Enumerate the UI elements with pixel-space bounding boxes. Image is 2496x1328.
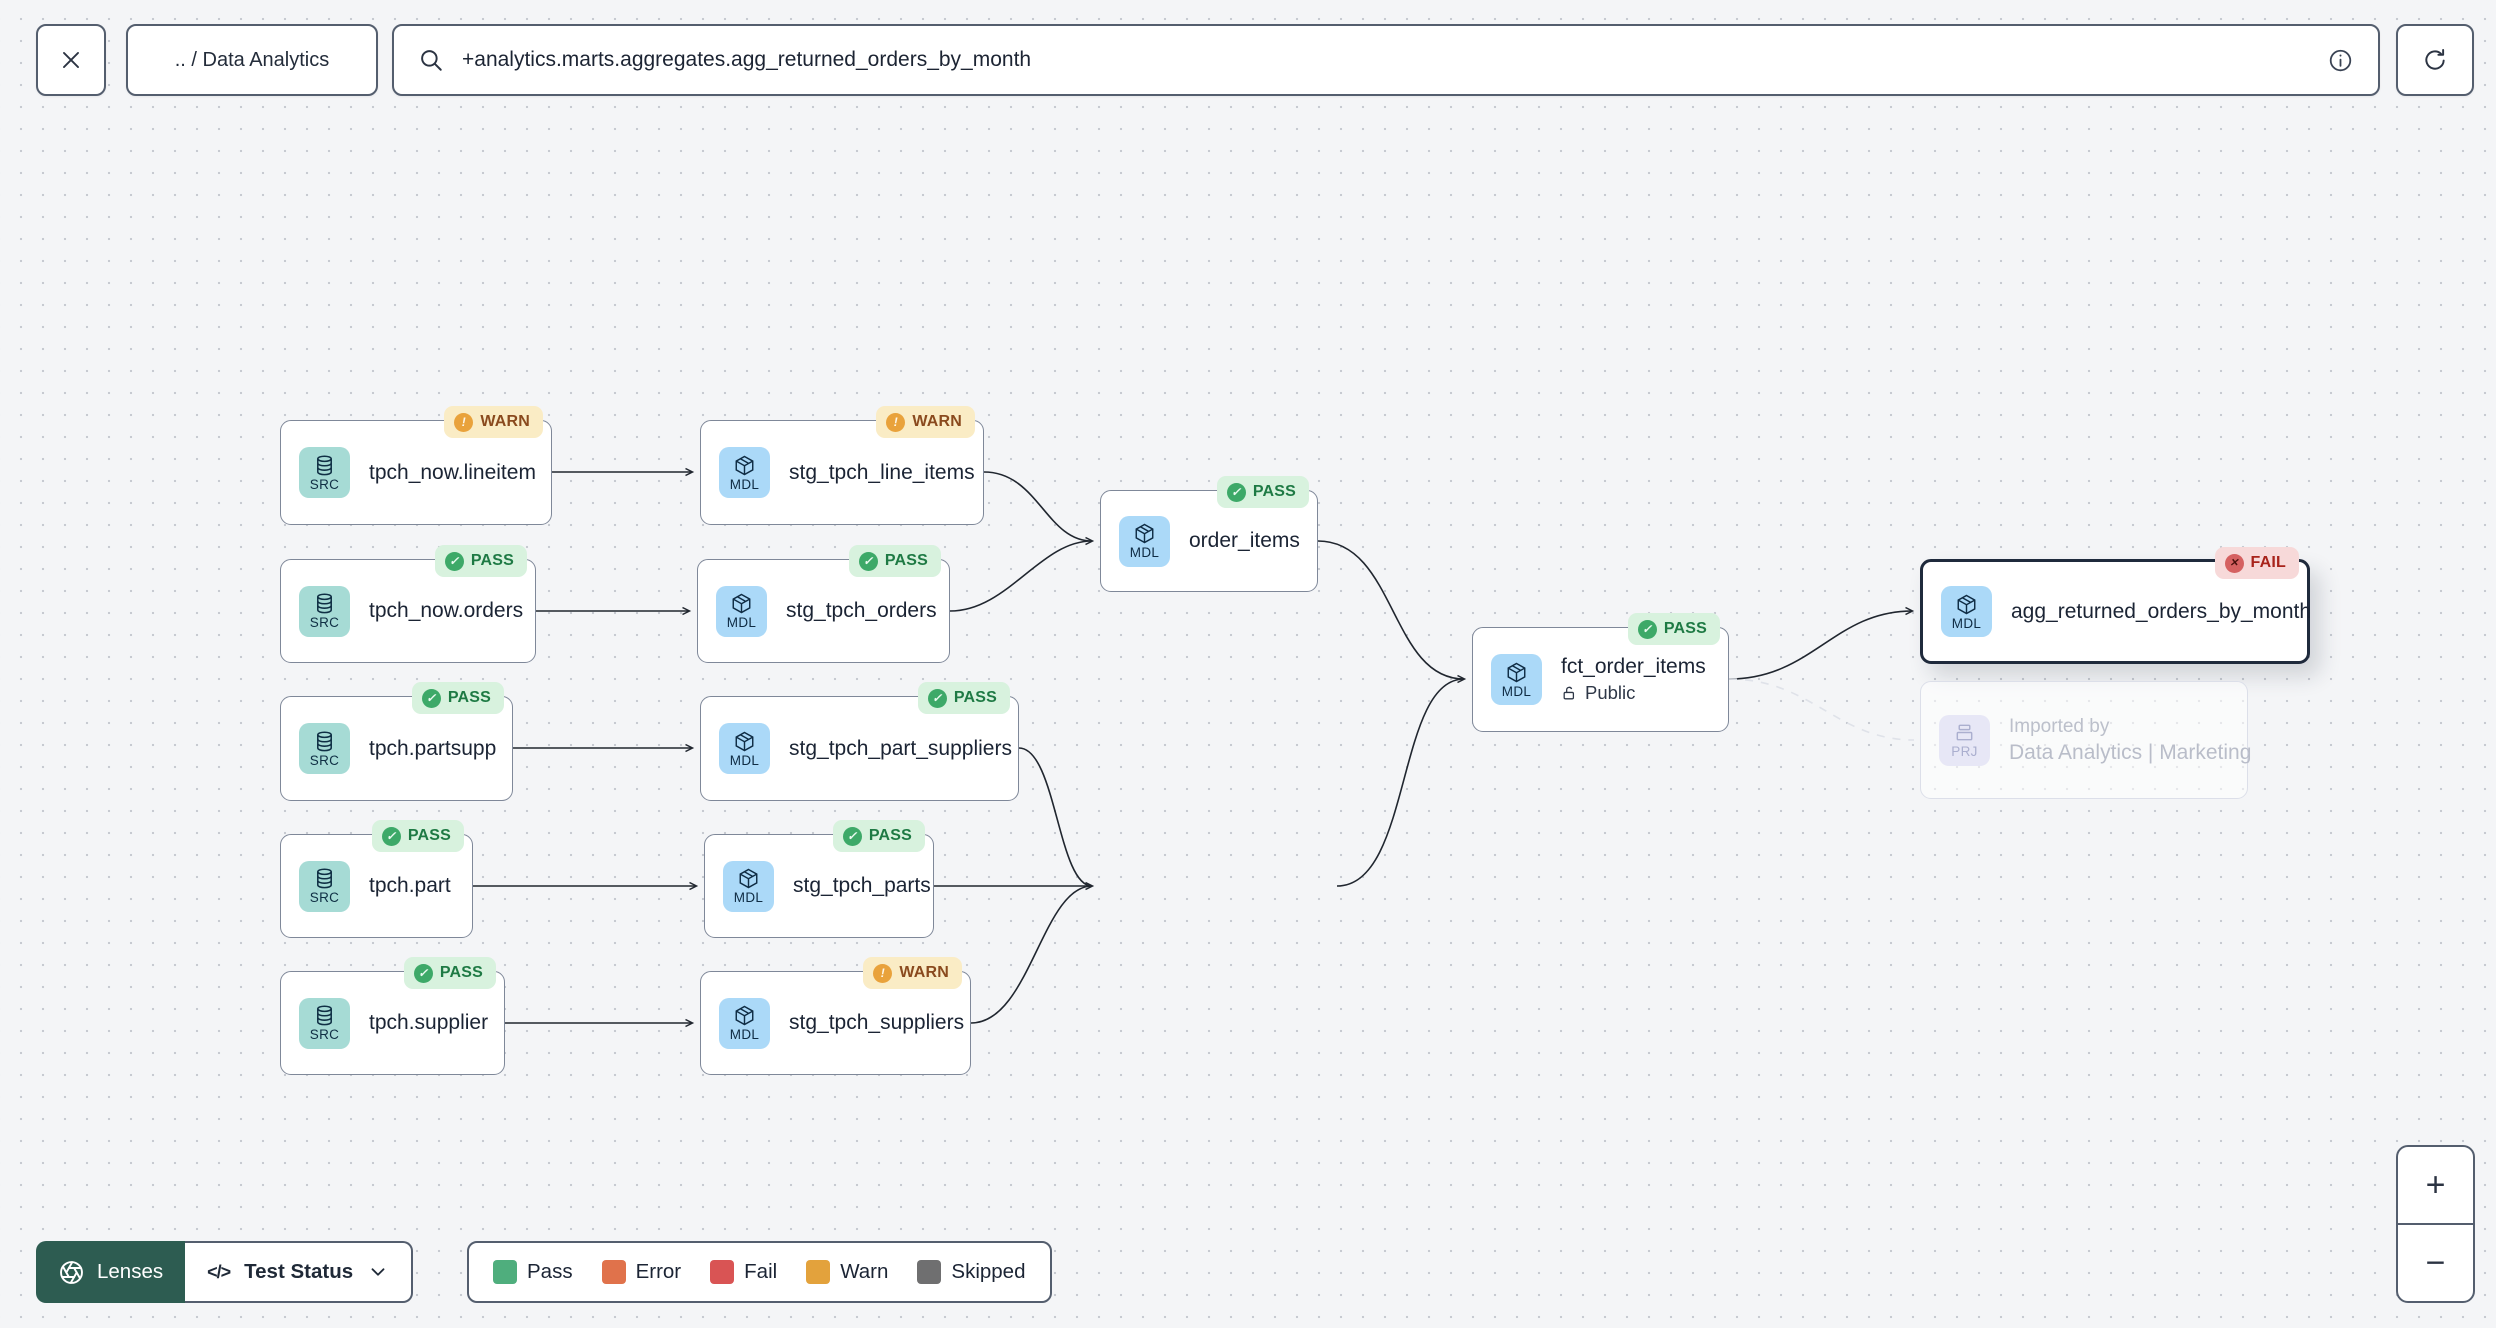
graph-node-stg-tpch-orders[interactable]: PASS MDL stg_tpch_orders: [697, 545, 950, 663]
aperture-icon: [60, 1260, 83, 1284]
legend-item-skipped: Skipped: [917, 1260, 1026, 1284]
fail-swatch: [710, 1260, 735, 1284]
status-badge: WARN: [444, 406, 543, 438]
status-badge: PASS: [848, 545, 941, 577]
graph-node-tpch-supplier[interactable]: PASS SRC tpch.supplier: [280, 957, 505, 1075]
graph-node-tpch-now-lineitem[interactable]: WARN SRC tpch_now.lineitem: [280, 406, 552, 525]
refresh-icon: [2425, 49, 2445, 70]
warn-icon: [886, 412, 906, 432]
check-icon: [444, 551, 464, 571]
graph-node-agg-returned-orders-by-month[interactable]: FAIL MDL agg_returned_orders_by_month: [1920, 547, 2311, 664]
warn-swatch: [806, 1260, 831, 1284]
check-icon: [1226, 482, 1246, 502]
graph-node-tpch-partsupp[interactable]: PASS SRC tpch.partsupp: [280, 682, 513, 801]
zoom-controls: + −: [2396, 1145, 2475, 1303]
status-badge: PASS: [1627, 613, 1720, 645]
cube-icon: MDL: [1491, 654, 1542, 705]
zoom-divider: [2398, 1223, 2473, 1225]
status-badge: PASS: [371, 820, 464, 852]
database-icon: SRC: [299, 447, 350, 498]
cube-icon: MDL: [1119, 515, 1170, 567]
close-icon: [63, 52, 79, 68]
status-badge: PASS: [1216, 476, 1309, 508]
cube-icon: MDL: [716, 585, 767, 637]
cube-icon: MDL: [723, 860, 774, 912]
status-badge: PASS: [917, 682, 1010, 714]
status-badge: PASS: [434, 545, 527, 577]
refresh-button[interactable]: [2396, 24, 2474, 96]
lenses-toolbar: Lenses </> Test Status: [36, 1241, 414, 1303]
check-icon: [842, 826, 862, 846]
graph-node-tpch-now-orders[interactable]: PASS SRC tpch_now.orders: [280, 545, 536, 663]
lens-selector[interactable]: </> Test Status: [185, 1241, 414, 1303]
error-swatch: [601, 1260, 626, 1284]
project-icon: PRJ: [1939, 714, 1990, 766]
database-icon: SRC: [299, 997, 350, 1049]
status-badge: PASS: [832, 820, 925, 852]
database-icon: SRC: [299, 723, 350, 774]
access-label: Public: [1561, 682, 1706, 704]
cube-icon: MDL: [719, 447, 770, 498]
test-status-legend: Pass Error Fail Warn Skipped: [467, 1241, 1052, 1303]
graph-node-tpch-part[interactable]: PASS SRC tpch.part: [280, 820, 473, 938]
lenses-button[interactable]: Lenses: [36, 1241, 186, 1303]
search-icon: [421, 50, 442, 71]
cube-icon: MDL: [719, 723, 770, 774]
graph-node-imported-by-project[interactable]: PRJ Imported by Data Analytics | Marketi…: [1920, 681, 2251, 799]
search-input[interactable]: [460, 47, 2311, 73]
code-icon: </>: [207, 1261, 231, 1282]
check-icon: [1637, 619, 1657, 639]
pass-swatch: [493, 1260, 517, 1284]
status-badge: WARN: [876, 406, 975, 438]
info-icon[interactable]: [2327, 47, 2354, 74]
check-icon: [858, 551, 878, 571]
breadcrumb-label: .. / Data Analytics: [174, 48, 330, 71]
check-icon: [927, 688, 947, 708]
lenses-label: Lenses: [97, 1260, 164, 1283]
check-icon: [413, 963, 433, 983]
legend-item-error: Error: [601, 1260, 681, 1284]
status-badge: WARN: [863, 957, 962, 989]
legend-item-pass: Pass: [493, 1260, 573, 1284]
database-icon: SRC: [299, 860, 350, 912]
database-icon: SRC: [299, 585, 350, 637]
skipped-swatch: [917, 1260, 942, 1284]
warn-icon: [454, 412, 474, 432]
zoom-out-button[interactable]: −: [2425, 1243, 2446, 1282]
status-badge: PASS: [411, 682, 504, 714]
legend-item-fail: Fail: [710, 1260, 777, 1284]
graph-node-order-items[interactable]: PASS MDL order_items: [1100, 476, 1318, 592]
lock-open-icon: [1563, 686, 1575, 699]
graph-node-stg-tpch-line-items[interactable]: WARN MDL stg_tpch_line_items: [700, 406, 984, 525]
check-icon: [421, 688, 441, 708]
cube-icon: MDL: [1941, 586, 1992, 637]
zoom-in-button[interactable]: +: [2425, 1165, 2446, 1204]
fail-icon: [2224, 553, 2244, 573]
cube-icon: MDL: [719, 997, 770, 1049]
status-badge: PASS: [403, 957, 496, 989]
graph-node-stg-tpch-suppliers[interactable]: WARN MDL stg_tpch_suppliers: [700, 957, 971, 1075]
graph-node-stg-tpch-parts[interactable]: PASS MDL stg_tpch_parts: [704, 820, 934, 938]
graph-node-fct-order-items[interactable]: PASS MDL fct_order_items Public: [1472, 613, 1729, 732]
graph-node-stg-tpch-part-suppliers[interactable]: PASS MDL stg_tpch_part_suppliers: [700, 682, 1019, 801]
close-button[interactable]: [36, 24, 106, 96]
status-badge: FAIL: [2214, 547, 2299, 579]
search-bar[interactable]: [392, 24, 2380, 96]
chevron-down-icon: [371, 1268, 385, 1276]
legend-item-warn: Warn: [806, 1260, 888, 1284]
lens-selected-label: Test Status: [244, 1260, 354, 1283]
warn-icon: [873, 963, 893, 983]
check-icon: [381, 826, 401, 846]
breadcrumb[interactable]: .. / Data Analytics: [126, 24, 378, 96]
